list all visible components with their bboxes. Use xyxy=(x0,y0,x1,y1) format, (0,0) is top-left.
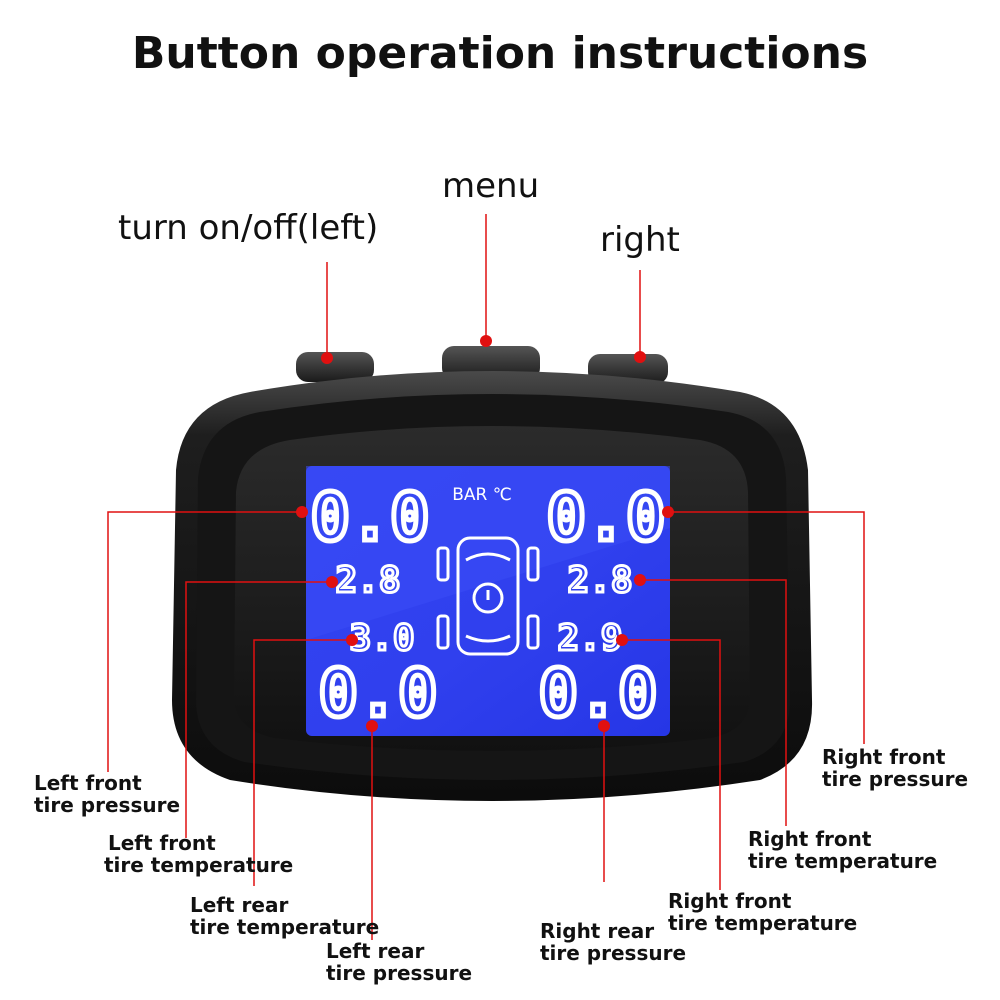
left-rear-temperature-value: 3.0 xyxy=(349,618,414,659)
callout-right-front-pressure: Right front tire pressure xyxy=(822,745,969,791)
callout-right-rear-pressure: Right rear tire pressure xyxy=(540,919,687,965)
callout-left-front-pressure: Left front tire pressure xyxy=(34,771,181,817)
callout-right-front-temperature: Right front tire temperature xyxy=(748,827,938,873)
callout-dots xyxy=(296,335,674,732)
callout-left-front-temperature: Left front tire temperature xyxy=(104,831,294,877)
left-front-pressure-value: 0.0 xyxy=(310,479,429,556)
left-rear-pressure-value: 0.0 xyxy=(318,655,437,732)
unit-label: BAR ℃ xyxy=(452,485,512,505)
power-button-label: turn on/off(left) xyxy=(118,208,379,248)
car-schematic-icon xyxy=(436,536,540,656)
right-front-pressure-value: 0.0 xyxy=(546,479,665,556)
right-rear-temperature-value: 2.9 xyxy=(557,618,622,659)
right-front-temperature-value: 2.8 xyxy=(567,560,632,601)
right-button-label: right xyxy=(600,220,680,260)
power-button[interactable] xyxy=(296,352,374,382)
right-rear-pressure-value: 0.0 xyxy=(538,655,657,732)
callout-left-rear-pressure: Left rear tire pressure xyxy=(326,939,473,985)
left-front-temperature-value: 2.8 xyxy=(335,560,400,601)
callout-right-rear-temperature: Right front tire temperature xyxy=(668,889,858,935)
callout-lines xyxy=(107,214,865,940)
menu-button-label: menu xyxy=(442,166,540,206)
callout-left-rear-temperature: Left rear tire temperature xyxy=(190,893,380,939)
page-title: Button operation instructions xyxy=(131,28,869,79)
